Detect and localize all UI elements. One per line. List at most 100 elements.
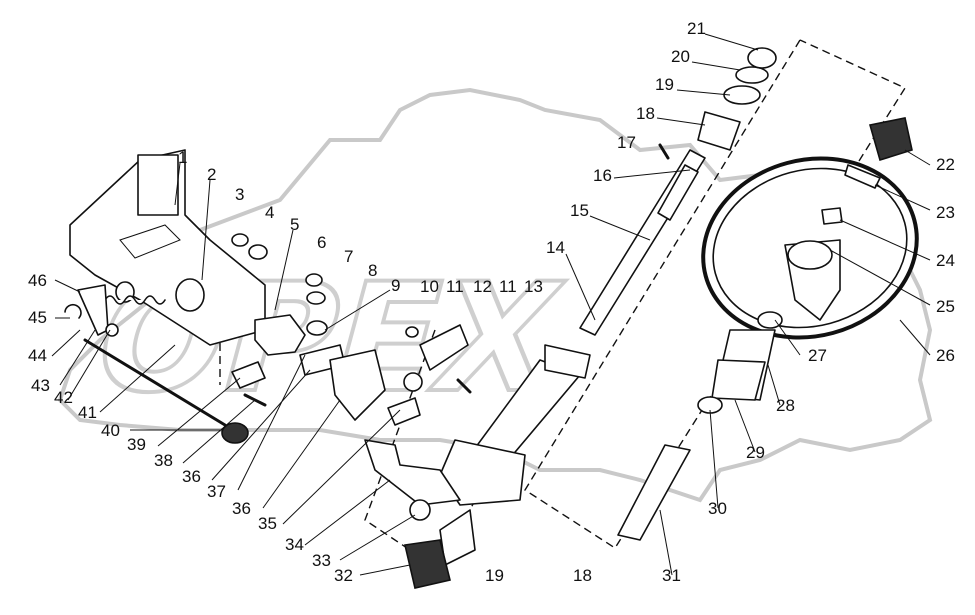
leader-5: [274, 229, 294, 311]
bracket-plate: [137, 154, 179, 216]
callout-25: 25: [936, 297, 955, 316]
control-rod: [83, 338, 227, 427]
seal-8: [306, 320, 328, 336]
callout-28: 28: [776, 396, 795, 415]
leader-43: [59, 329, 96, 386]
leader-44: [51, 329, 81, 357]
callout-5: 5: [290, 215, 299, 234]
leader-21: [704, 33, 759, 51]
leader-33: [339, 514, 416, 561]
callout-21: 21: [687, 19, 706, 38]
flange-33: [409, 499, 431, 521]
lever-nut: [105, 323, 119, 337]
callout-45: 45: [28, 308, 47, 327]
callout-43: 43: [31, 376, 50, 395]
washer-4: [248, 244, 268, 260]
callout-11b: 11: [499, 277, 517, 296]
leader-27: [774, 319, 801, 356]
ring-19: [723, 85, 761, 105]
callout-labels: 1 2 3 4 5 6 7 8 9 10 11 12 11 13 14 15 1…: [28, 19, 955, 585]
leader-20: [691, 61, 741, 71]
callout-2: 2: [207, 165, 216, 184]
callout-8: 8: [368, 261, 377, 280]
callout-36b: 36: [182, 467, 201, 486]
leader-15: [589, 215, 651, 241]
callout-27: 27: [808, 346, 827, 365]
callout-29: 29: [746, 443, 765, 462]
callout-23: 23: [936, 203, 955, 222]
leader-36b: [211, 369, 311, 481]
leader-34: [304, 479, 391, 546]
rod-knob: [221, 422, 249, 444]
clamp-11: [419, 324, 469, 371]
bolt-13: [456, 378, 472, 394]
callout-40: 40: [101, 421, 120, 440]
callout-10: 10: [420, 277, 439, 296]
clamp-bushing: [403, 372, 423, 392]
callout-46: 46: [28, 271, 47, 290]
small-parts: [231, 233, 472, 426]
callout-35: 35: [258, 514, 277, 533]
adjuster-bolt: [231, 361, 266, 389]
steering-wheel-group: [617, 117, 919, 541]
leader-24: [839, 219, 931, 261]
watermark-gear-outline: [57, 87, 933, 503]
callout-31: 31: [662, 566, 681, 585]
callout-26: 26: [936, 346, 955, 365]
cap-23: [844, 164, 881, 189]
callout-17: 17: [617, 133, 636, 152]
pin-17: [658, 143, 670, 160]
leader-38: [182, 399, 256, 464]
bracket-assembly: [64, 149, 267, 444]
spider-cross: [387, 397, 421, 426]
return-spring: [104, 295, 166, 305]
universal-joint: [439, 439, 526, 506]
leader-32: [359, 564, 411, 576]
callout-22: 22: [936, 155, 955, 174]
leader-46: [54, 279, 81, 293]
leader-19: [676, 89, 731, 96]
callout-38: 38: [154, 451, 173, 470]
callout-7: 7: [344, 247, 353, 266]
ring-27: [757, 311, 783, 329]
hub-opening: [787, 240, 833, 270]
callout-18: 18: [636, 104, 655, 123]
callout-16: 16: [593, 166, 612, 185]
leader-39: [157, 377, 241, 447]
callout-30: 30: [708, 499, 727, 518]
callout-18b: 18: [573, 566, 592, 585]
leader-23: [874, 184, 931, 211]
column-clamp: [544, 344, 591, 379]
leader-9: [324, 289, 391, 331]
column-shaft-31: [617, 444, 691, 541]
callout-3: 3: [235, 185, 244, 204]
callout-4: 4: [265, 203, 274, 222]
leader-37: [237, 354, 306, 491]
nut-24: [821, 207, 843, 225]
leader-16: [613, 169, 691, 179]
mounting-bracket: [69, 149, 266, 346]
callout-39: 39: [127, 435, 146, 454]
yoke-fork: [329, 349, 386, 421]
leader-28: [767, 364, 781, 406]
callout-32: 32: [334, 566, 353, 585]
leader-42: [67, 329, 111, 401]
leader-29: [734, 399, 756, 453]
callout-14: 14: [546, 238, 565, 257]
lower-bearing-18: [439, 509, 476, 566]
ring-20: [735, 66, 769, 84]
callout-15: 15: [570, 201, 589, 220]
leader-2: [201, 179, 211, 281]
callout-9: 9: [391, 276, 400, 295]
yoke-5: [254, 314, 306, 356]
dashed-frame-column: [524, 39, 907, 549]
leader-22: [904, 149, 931, 166]
washer-3: [231, 233, 249, 247]
horn-cap-22: [868, 117, 913, 162]
nut-21: [747, 47, 777, 69]
bushing-6: [305, 273, 323, 287]
callout-1: 1: [178, 148, 187, 167]
leader-18: [656, 117, 706, 126]
leader-31: [659, 509, 673, 576]
